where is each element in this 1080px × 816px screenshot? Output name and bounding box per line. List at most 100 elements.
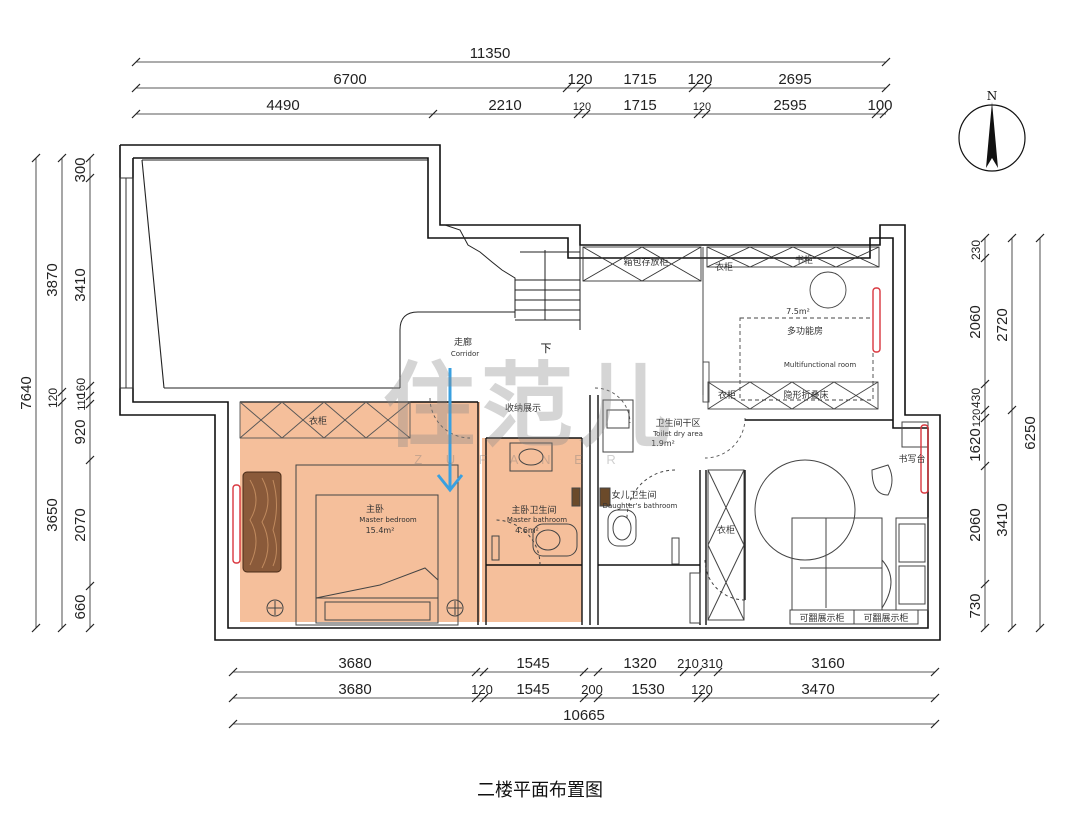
label-master-bath-en: Master bathroom (507, 516, 567, 524)
dim-top-r2-0: 6700 (333, 71, 366, 88)
label-shelf2: 可翻展示柜 (863, 612, 908, 624)
dim-right-r1-0: 230 (969, 240, 983, 260)
top-cabinets (582, 246, 880, 395)
dim-bot-total: 10665 (563, 707, 605, 724)
direction-arrow (436, 368, 464, 493)
room-labels: 走廊 Corridor 下 收纳展示 箱包存放柜 衣柜 书柜 7.5m² 多功能… (309, 254, 926, 624)
dim-left-r2-0: 3870 (44, 263, 61, 296)
dim-right-total: 6250 (1022, 416, 1039, 449)
dim-top-r3-3: 1715 (623, 97, 656, 114)
left-window-upper (119, 177, 134, 389)
outer-walls (119, 144, 941, 641)
label-master-en: Master bedroom (359, 516, 417, 524)
label-master: 主卧 (366, 503, 384, 515)
dim-right-r1-2: 430 (969, 388, 983, 408)
dim-right-r1-4: 1620 (967, 428, 984, 461)
dim-left-r2-1: 120 (46, 388, 60, 408)
watermark-main: 住范儿 (383, 353, 677, 460)
dim-left-r3-2: 160 (74, 378, 88, 398)
dim-right-r1-6: 730 (967, 593, 984, 618)
compass-needle-icon (986, 102, 998, 168)
dim-bot-r1-6: 310 (701, 656, 723, 671)
wood-grain (249, 477, 277, 569)
label-bag-storage: 箱包存放柜 (623, 256, 668, 268)
dim-bot-r1-5: 210 (677, 656, 699, 671)
label-master-m: 15.4m² (366, 526, 395, 535)
dim-bot-r1-2: 1545 (516, 655, 549, 672)
north-compass: N (958, 89, 1026, 172)
dim-right-r2-1: 3410 (994, 503, 1011, 536)
dim-bot-r2-3: 200 (581, 682, 603, 697)
label-hidden-bed: 隐形折叠床 (783, 389, 828, 401)
dim-top-r2-1: 120 (567, 71, 592, 88)
dim-left-r3-3: 110 (76, 393, 88, 411)
dim-left-r3-1: 3410 (72, 268, 89, 301)
dimension-labels-bottom: 3680 120 1545 120 1320 210 310 3160 3680… (338, 655, 844, 724)
label-wardrobe2: 衣柜 (718, 389, 736, 401)
dim-bot-r2-0: 3680 (338, 681, 371, 698)
label-multi-area: 7.5m² (786, 307, 810, 316)
dim-right-r2-0: 2720 (994, 308, 1011, 341)
dim-left-r3-0: 300 (72, 157, 89, 182)
dim-bot-r2-6: 3470 (801, 681, 834, 698)
label-dry-area: 卫生间干区 (655, 417, 700, 429)
multi-room-window (872, 287, 881, 353)
label-wardrobe: 衣柜 (715, 261, 733, 273)
label-down: 下 (541, 342, 552, 355)
dim-bot-r2-2: 1545 (516, 681, 549, 698)
label-daughter-bath: 女儿卫生间 (611, 489, 656, 501)
label-corridor: 走廊 (454, 336, 472, 348)
label-master-wardrobe: 衣柜 (309, 415, 327, 427)
dim-right-r1-5: 2060 (967, 508, 984, 541)
dim-right-r1-3: 120 (971, 409, 983, 427)
dim-top-r3-1: 2210 (488, 97, 521, 114)
dim-bot-r2-5: 120 (691, 682, 713, 697)
master-bath-highlight (482, 438, 582, 622)
label-multi-cn: 多功能房 (787, 325, 823, 337)
dim-bot-r2-1: 120 (471, 682, 493, 697)
dim-top-r3-5: 2595 (773, 97, 806, 114)
compass-north: N (987, 89, 998, 103)
label-wardrobe3: 衣柜 (717, 524, 735, 536)
label-dry-area-m: 1.9m² (651, 439, 675, 448)
right-bedroom (704, 421, 929, 625)
dry-area-fixtures (599, 399, 701, 624)
dim-bot-r1-4: 1320 (623, 655, 656, 672)
label-desk: 书写台 (898, 453, 925, 465)
dim-top-total: 11350 (470, 45, 511, 62)
dim-left-r3-6: 660 (72, 594, 89, 619)
dim-bot-r1-7: 3160 (811, 655, 844, 672)
dim-top-r3-4: 120 (693, 101, 711, 113)
dimension-labels-top: 11350 6700 120 1715 120 2695 4490 2210 1… (266, 45, 892, 114)
dimension-labels-left: 7640 3870 120 3650 300 3410 160 110 920 … (18, 157, 89, 619)
dim-top-r3-0: 4490 (266, 97, 299, 114)
dim-top-r3-6: 100 (867, 97, 892, 114)
dim-bot-r2-4: 1530 (631, 681, 664, 698)
multifunctional-room (702, 271, 879, 410)
label-shelf1: 可翻展示柜 (799, 612, 844, 624)
label-daughter-bath-en: Daughter's bathroom (603, 502, 678, 510)
dim-right-r1-1: 2060 (967, 305, 984, 338)
master-bed (266, 464, 464, 626)
watermark: 住范儿 Z U F A N E R (383, 353, 677, 467)
dimension-lines (31, 57, 1045, 729)
label-master-bath: 主卧卫生间 (511, 504, 556, 516)
label-dry-area-en: Toilet dry area (652, 430, 703, 438)
dim-bot-r1-0: 3680 (338, 655, 371, 672)
dim-top-r2-4: 2695 (778, 71, 811, 88)
void-area (141, 159, 428, 389)
dim-left-r3-4: 920 (72, 419, 89, 444)
staircase (399, 224, 581, 388)
dim-left-r2-2: 3650 (44, 498, 61, 531)
label-storage-display: 收纳展示 (505, 402, 541, 414)
dim-top-r3-2: 120 (573, 101, 591, 113)
master-left-window (232, 484, 241, 564)
label-master-bath-m: 4.6m² (515, 526, 539, 535)
dim-left-r3-5: 2070 (72, 508, 89, 541)
interior-walls (240, 395, 893, 625)
dimension-labels-right: 230 2060 430 120 1620 2060 730 2720 3410… (967, 240, 1039, 619)
label-multi-en: Multifunctional room (784, 361, 856, 369)
right-bedroom-window (920, 424, 929, 494)
